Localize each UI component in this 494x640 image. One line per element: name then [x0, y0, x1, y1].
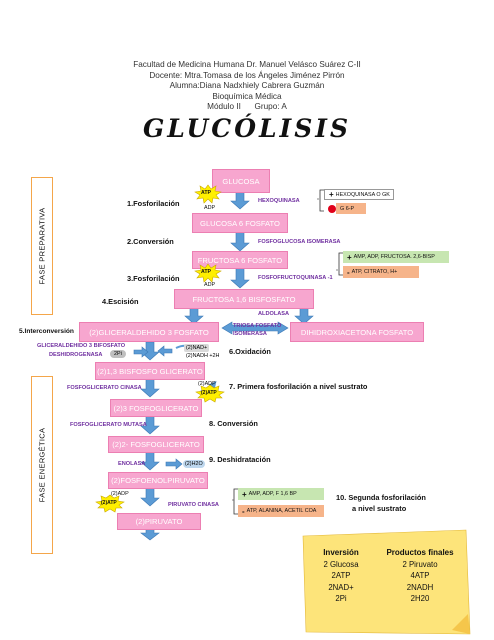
two-adp-label-2: (2)ADP [111, 491, 129, 497]
atp-star-4 [95, 494, 125, 513]
two-atp-label-1: (2)ATP [201, 390, 217, 396]
summary-products: Productos finales 2 Piruvato 4ATP 2NADH … [386, 548, 454, 603]
enzyme-triosa-fosfato-isomerasa-1: TRIOSA FOSFATO [233, 323, 282, 329]
adp-label-2: ADP [204, 282, 216, 288]
step-6-label: 6.Oxidación [229, 347, 271, 356]
atp-star-2 [194, 263, 222, 283]
enzyme-hexoquinasa: HEXOQUINASA [258, 198, 300, 204]
header-module: Módulo II Grupo: A [207, 102, 287, 111]
enzyme-aldolasa: ALDOLASA [258, 311, 290, 317]
pi-badge: 2Pi [110, 350, 126, 358]
two-atp-label-2: (2)ATP [101, 500, 117, 506]
metabolite-fructosa-1-6-bisfosfato: FRUCTOSA 1,6 BISFOSFATO [174, 289, 314, 309]
step-7-label: 7. Primera fosforilación a nivel sustrat… [229, 382, 368, 391]
metabolite-fructosa-6-fosfato: FRUCTOSA 6 FOSFATO [192, 251, 288, 269]
metabolite-3-fosfoglicerato: (2)3 FOSFOGLICERATO [110, 399, 202, 417]
two-adp-label-1: (2)ADP [198, 381, 216, 387]
nad-badge: (2)NAD+ [184, 344, 210, 352]
regulator-hk-activator: +HEXOQUINASA O GK [324, 189, 394, 200]
enzyme-enolasa: ENOLASA [118, 461, 146, 467]
step-9-label: 9. Deshidratación [209, 455, 271, 464]
step-5-label: 5.Interconversión [19, 328, 74, 335]
step-8-label: 8. Conversión [209, 419, 258, 428]
atp-label-2: ATP [201, 269, 211, 275]
regulator-pk-inhibitor: -ATP, ALANINA, ACETIL COA [238, 505, 324, 517]
enzyme-g3p-dehydrogenase-1: GLICERALDEHIDO 3 BIFOSFATO [37, 343, 126, 349]
summary-note: Inversión 2 Glucosa 2ATP 2NAD+ 2Pi Produ… [303, 529, 465, 631]
adp-label-1: ADP [204, 205, 216, 211]
atp-label-1: ATP [201, 190, 211, 196]
phase-preparatory: FASE PREPARATIVA [31, 177, 53, 315]
step-4-label: 4.Escisión [102, 297, 139, 306]
inhibitor-dot-icon [328, 205, 336, 213]
enzyme-piruvato-cinasa: PIRUVATO CINASA [168, 502, 219, 508]
step-1-label: 1.Fosforilación [127, 199, 180, 208]
metabolite-piruvato: (2)PIRUVATO [117, 513, 201, 530]
header-teacher: Docente: Mtra.Tomasa de los Ángeles Jimé… [149, 70, 345, 80]
atp-star-1 [194, 184, 222, 204]
atp-star-3 [195, 384, 225, 403]
metabolite-2-fosfoglicerato: (2)2- FOSFOGLICERATO [108, 436, 204, 453]
enzyme-fosfoglucosa-isomerasa: FOSFOGLUCOSA ISOMERASA [258, 239, 341, 245]
metabolite-dihidroxiacetona-fosfato: DIHIDROXIACETONA FOSFATO [290, 322, 424, 342]
step-10-label-line1: 10. Segunda fosforilación [336, 493, 426, 502]
enzyme-fosfoglicerato-mutasa: FOSFOGLICERATO MUTASA [70, 422, 147, 428]
metabolite-glucosa: GLUCOSA [212, 169, 270, 193]
summary-inversion: Inversión 2 Glucosa 2ATP 2NAD+ 2Pi [323, 548, 359, 603]
regulator-pfk-inhibitor: -ATP, CITRATO, H+ [343, 266, 419, 278]
regulator-pk-activator: +AMP, ADP, F 1,6 BP [238, 488, 324, 500]
metabolite-glucosa-6-fosfato: GLUCOSA 6 FOSFATO [192, 213, 288, 233]
metabolite-gliceraldehido-3-fosfato: (2)GLICERALDEHIDO 3 FOSFATO [79, 322, 219, 342]
enzyme-fosfoglicerato-cinasa: FOSFOGLICERATO CINASA [67, 385, 142, 391]
metabolite-fosfoenolpiruvato: (2)FOSFOENOLPIRUVATO [108, 472, 208, 489]
step-2-label: 2.Conversión [127, 237, 174, 246]
enzyme-triosa-fosfato-isomerasa-2: ISOMERASA [233, 331, 267, 337]
header-subject: Bioquímica Médica [212, 91, 282, 101]
step-3-label: 3.Fosforilación [127, 274, 180, 283]
h2o-badge: (2)H2O [183, 460, 205, 468]
metabolite-1-3-bisfosfoglicerato: (2)1,3 BISFOSFO GLICERATO [95, 362, 205, 380]
page-title: GLUCÓLISIS [142, 114, 352, 143]
header-institution: Facultad de Medicina Humana Dr. Manuel V… [133, 60, 361, 69]
header-student: Alumna:Diana Nadxhiely Cabrera Guzmán [169, 81, 325, 90]
nadh-badge: (2)NADH +2H [184, 352, 222, 360]
enzyme-g3p-dehydrogenase-2: DESHIDROGENASA [49, 352, 103, 358]
phase-energetic: FASE ENERGÉTICA [31, 376, 53, 554]
step-10-label-line2: a nivel sustrato [352, 504, 407, 513]
regulator-hk-inhibitor: G 6-P [336, 203, 366, 214]
regulator-pfk-activator: +AMP, ADP, FRUCTOSA. 2,6-BISP [343, 251, 449, 263]
enzyme-fosfofructoquinasa: FOSFOFRUCTOQUINASA -1 [258, 275, 333, 281]
